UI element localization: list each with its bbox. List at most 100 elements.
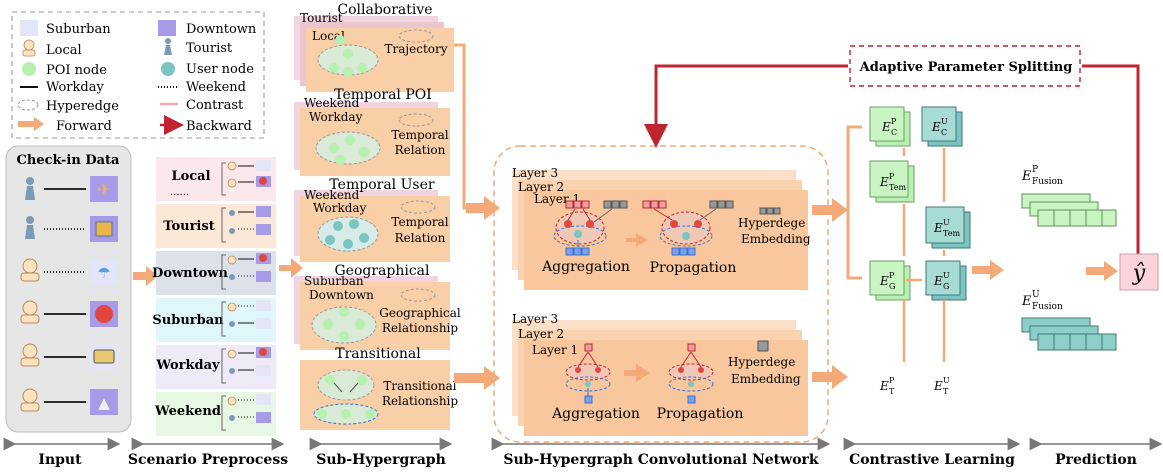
conv-network: Layer 3 Layer 2 Layer 1 xyxy=(493,145,829,443)
stage-axis: Input Scenario Preprocess Sub-Hypergraph… xyxy=(3,437,1163,468)
legend-weekend: Weekend xyxy=(186,80,246,95)
emb-trp: E P T xyxy=(879,376,895,396)
hyperedge-icon xyxy=(398,29,434,43)
local-person-icon xyxy=(20,300,40,324)
adaptive-splitting: Adaptive Parameter Splitting xyxy=(644,45,1140,260)
scenario-mini-icons xyxy=(227,160,271,423)
poi-node-cluster xyxy=(313,369,379,425)
adaptive-label: Adaptive Parameter Splitting xyxy=(859,60,1073,75)
orange-bracket xyxy=(846,125,862,280)
hyperedge-icon xyxy=(17,99,39,111)
scenario-downtown: Downtown xyxy=(152,266,228,281)
checkin-row-4 xyxy=(20,300,118,327)
emb-tru-sup: U xyxy=(943,376,950,385)
temporal-user-title: Temporal User xyxy=(329,177,434,193)
legend-user-node: User node xyxy=(186,62,254,77)
fusion-p-label: E P Fusion xyxy=(1021,165,1063,187)
legend-hyperedge: Hyperedge xyxy=(46,99,119,114)
beach-icon: ☂ xyxy=(97,264,110,282)
hyperedge-icon xyxy=(398,113,434,127)
emb-gp-sup: P xyxy=(889,271,895,280)
scenario-preprocess: Local ...... Tourist Downtown Suburban W… xyxy=(152,157,276,436)
transitional-hypergraph: Transitional Transitional Relationship xyxy=(300,346,458,430)
scenario-workday: Workday xyxy=(155,358,220,373)
fusion-u-sub: Fusion xyxy=(1032,302,1063,312)
lower-layer1: Layer 1 xyxy=(532,343,578,357)
scenario-bracket-icons xyxy=(221,162,226,431)
emb-tp: E P Tem xyxy=(869,160,915,203)
temporal-user-note-2: Relation xyxy=(395,231,446,245)
user-node-cluster xyxy=(317,216,379,252)
downtown-swatch xyxy=(158,20,176,36)
contrast-connectors xyxy=(902,148,946,362)
emb-gp-main: E xyxy=(879,274,889,288)
legend-frame xyxy=(11,11,265,139)
temporal-poi-title: Temporal POI xyxy=(334,87,432,103)
contrastive-learning: E P C E P Tem E P G E P T E U xyxy=(846,106,1004,396)
emb-cu-main: E xyxy=(931,120,941,134)
backward-arrow-left xyxy=(644,64,848,148)
legend-forward: Forward xyxy=(56,119,112,134)
forward-arrow-5 xyxy=(812,198,848,222)
forward-arrow-8 xyxy=(1086,261,1118,281)
fusion-p-matrix xyxy=(1021,193,1117,227)
legend-suburban: Suburban xyxy=(46,22,111,37)
upper-layer3: Layer 3 xyxy=(512,166,558,180)
temporal-poi-note-2: Relation xyxy=(395,143,446,157)
legend-contrast: Contrast xyxy=(186,98,244,113)
fusion-p-sub: Fusion xyxy=(1032,177,1063,187)
lower-aggregation-graph xyxy=(565,343,611,404)
poi-node-cluster xyxy=(315,131,381,165)
emb-cu: E U C xyxy=(921,106,963,147)
forward-arrow-2 xyxy=(279,258,303,278)
embedding-square-icon xyxy=(757,340,769,352)
emb-cp-main: E xyxy=(881,120,891,134)
emb-tp-sub: Tem xyxy=(889,183,906,192)
upper-embedding-1: Hyperdege xyxy=(738,216,805,230)
forward-arrow-4 xyxy=(454,366,500,390)
transitional-note-2: Relationship xyxy=(382,394,458,408)
hotel-icon xyxy=(95,221,113,237)
propagation-graph xyxy=(653,208,717,256)
temporal-poi-note-1: Temporal xyxy=(391,128,448,142)
fusion-u-sup: U xyxy=(1032,290,1040,300)
local-person-icon xyxy=(20,388,40,412)
checkin-row-2 xyxy=(25,216,118,242)
emb-cp-sup: P xyxy=(891,117,897,126)
prediction-output: ŷ xyxy=(1132,261,1146,286)
lower-propagation-graph xyxy=(668,343,714,404)
input-panel: Check-in Data ✈ ☂ xyxy=(5,145,132,433)
stage-preprocess: Scenario Preprocess xyxy=(128,452,288,468)
checkin-row-6: ▲ xyxy=(20,388,118,415)
scenario-weekend: Weekend xyxy=(154,404,221,419)
legend-backward: Backward xyxy=(186,119,252,134)
temporal-user-back-label: Weekend xyxy=(304,188,360,202)
tourist-icon xyxy=(25,216,35,239)
emb-gu: E U G xyxy=(925,260,967,301)
geographical-note-2: Relationship xyxy=(382,321,458,335)
temporal-poi-back-label: Weekend xyxy=(304,96,360,110)
medical-kit-icon xyxy=(95,305,113,323)
legend-local: Local xyxy=(46,43,82,58)
transitional-note-1: Transitional xyxy=(383,379,456,393)
propagation-arrow xyxy=(626,233,648,247)
backward-arrow-main xyxy=(1082,64,1140,260)
forward-arrow-7 xyxy=(972,260,1004,280)
emb-trp-sup: P xyxy=(889,376,895,385)
upper-propagation: Propagation xyxy=(650,260,737,276)
legend-downtown: Downtown xyxy=(186,22,257,37)
sub-hypergraph-column: Collaborative Tourist Local Trajectory T… xyxy=(294,2,461,430)
graduation-cap-icon: ▲ xyxy=(98,394,110,412)
emb-tu-sup: U xyxy=(943,218,950,227)
prediction-output-box xyxy=(1119,253,1159,291)
temporal-user-hypergraph: Temporal User Weekend Workday Temporal R… xyxy=(294,177,450,262)
geographical-back-label: Suburban xyxy=(304,274,364,288)
geographical-hypergraph: Geographical Suburban Downtown Geographi… xyxy=(294,263,461,350)
emb-trp-sub: T xyxy=(889,387,895,396)
emb-gp: E P G xyxy=(869,260,911,301)
forward-arrow-icon xyxy=(18,117,44,131)
scenario-tourist: Tourist xyxy=(163,219,214,234)
forward-arrow-6 xyxy=(812,365,848,389)
emb-tru: E U T xyxy=(933,376,950,396)
forward-arrow-1 xyxy=(133,266,158,286)
